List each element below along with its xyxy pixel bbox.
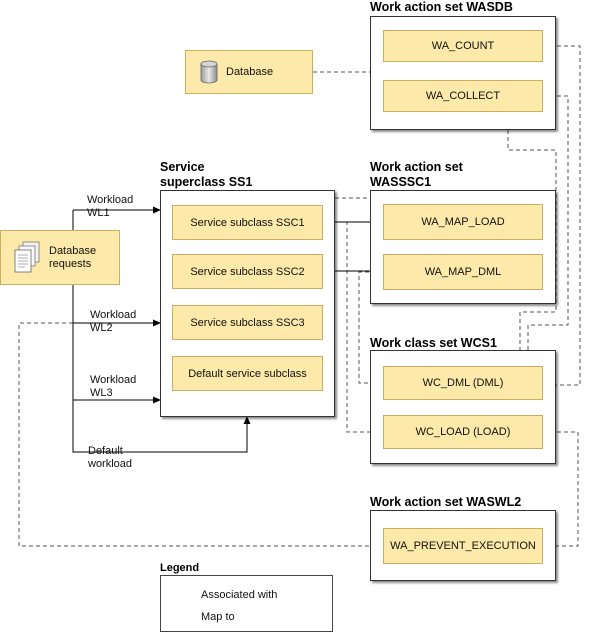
wc-load-box[interactable]: WC_LOAD (LOAD): [383, 415, 543, 449]
assoc-wacount-wcdml: [543, 45, 581, 386]
wasssc1-title: Work action set WASSSC1: [370, 160, 463, 189]
assoc-wacollect-wcs-b: [507, 130, 557, 350]
assoc-wl2-waswl2: [18, 322, 383, 547]
assoc-wcload-waswl2: [543, 431, 579, 547]
database-box[interactable]: Database: [185, 50, 313, 94]
wc-dml-label: WC_DML (DML): [422, 377, 504, 389]
wa-collect-box[interactable]: WA_COLLECT: [383, 80, 543, 112]
wc-load-label: WC_LOAD (LOAD): [415, 426, 511, 438]
legend-map-label: Map to: [201, 611, 235, 623]
waswl2-title: Work action set WASWL2: [370, 495, 522, 509]
default-subclass-label: Default service subclass: [188, 367, 307, 380]
default-subclass-box[interactable]: Default service subclass: [172, 356, 323, 391]
ssc2-box[interactable]: Service subclass SSC2: [172, 254, 323, 289]
database-label: Database: [226, 66, 274, 78]
wc-dml-box[interactable]: WC_DML (DML): [383, 366, 543, 400]
legend-title: Legend: [160, 562, 200, 574]
wa-map-load-label: WA_MAP_LOAD: [421, 216, 505, 228]
wa-count-label: WA_COUNT: [431, 40, 495, 52]
wa-map-dml-box[interactable]: WA_MAP_DML: [383, 254, 543, 290]
wa-prevent-execution-box[interactable]: WA_PREVENT_EXECUTION: [383, 528, 543, 564]
ssc3-label: Service subclass SSC3: [190, 316, 305, 329]
ssc1-label: Service subclass SSC1: [190, 216, 305, 229]
database-requests-label: Database requests: [49, 244, 97, 270]
wa-map-load-box[interactable]: WA_MAP_LOAD: [383, 204, 543, 240]
ssc2-label: Service subclass SSC2: [190, 265, 305, 278]
wa-prevent-execution-label: WA_PREVENT_EXECUTION: [390, 540, 536, 552]
wasdb-title: Work action set WASDB: [370, 0, 513, 14]
requests-trunk: [72, 210, 251, 453]
database-icon: [200, 60, 218, 84]
legend-frame: [160, 575, 333, 632]
assoc-wacollect-wcload: [527, 95, 569, 350]
wa-map-dml-label: WA_MAP_DML: [424, 266, 502, 278]
wa-count-box[interactable]: WA_COUNT: [383, 30, 543, 62]
documents-icon: [14, 241, 40, 272]
ssc3-box[interactable]: Service subclass SSC3: [172, 305, 323, 340]
ssc1-box[interactable]: Service subclass SSC1: [172, 205, 323, 240]
database-requests-box[interactable]: Database requests: [0, 230, 120, 285]
wcs1-title: Work class set WCS1: [370, 336, 497, 350]
legend-associated-label: Associated with: [201, 589, 278, 601]
wa-collect-label: WA_COLLECT: [425, 90, 501, 102]
ss1-title: Service superclass SS1: [160, 160, 253, 189]
